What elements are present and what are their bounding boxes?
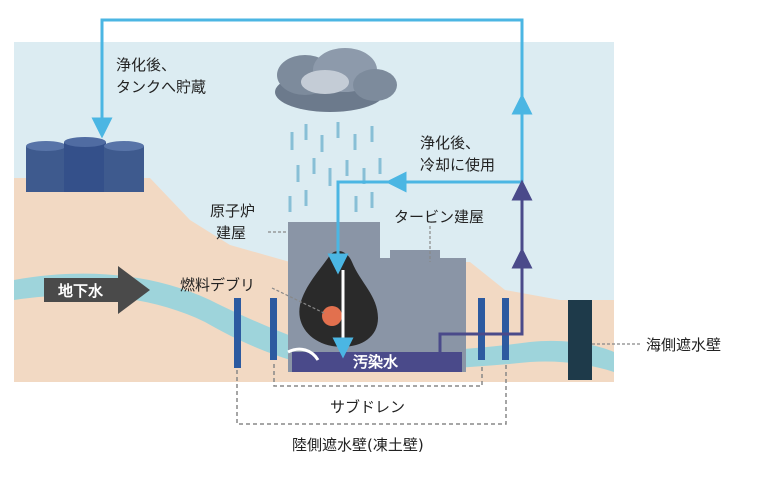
turbine-label: タービン建屋 [394,208,484,226]
purify-store-label-2: タンクへ貯蔵 [116,78,206,96]
flow-cooling-line [327,180,522,275]
groundwater-arrow [44,266,150,314]
purify-cool-label-1: 浄化後、 [420,134,480,152]
groundwater-label: 地下水 [58,282,104,300]
fuel-debris [299,250,378,347]
reactor-label-2: 建屋 [216,224,246,242]
groundwater-inflow-arrow [287,347,320,361]
purify-store-label-1: 浄化後、 [116,56,176,74]
debris-core [322,306,342,326]
sea-wall-label: 海側遮水壁 [646,336,721,354]
debris-label: 燃料デブリ [180,276,255,294]
rain [288,122,382,212]
subdrain-wells [234,298,509,368]
subdrain-bracket [273,364,483,387]
groundwater-stream [14,273,614,372]
rain-cloud [275,48,397,112]
land-wall-bracket [236,364,507,425]
subdrain-label: サブドレン [330,398,405,416]
storage-tanks [26,137,144,192]
land-wall-label: 陸側遮水壁(凍土壁) [292,436,424,454]
flow-store-line [91,18,524,139]
reactor-label-1: 原子炉 [210,202,255,220]
purify-cool-label-2: 冷却に使用 [420,156,495,174]
contaminated-water-label: 汚染水 [353,353,399,371]
sea-side-wall [568,300,592,380]
